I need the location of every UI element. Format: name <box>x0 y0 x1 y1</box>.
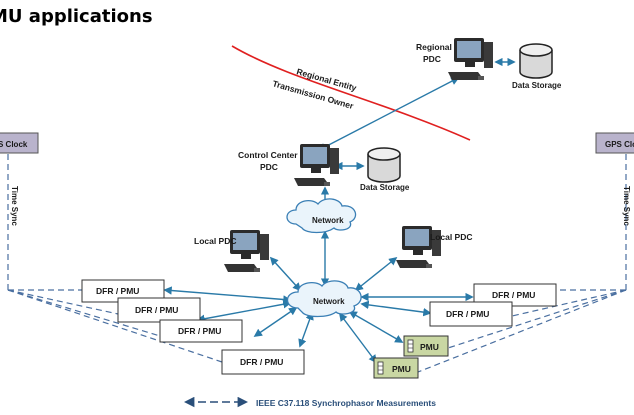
control-center-pdc-computer-icon <box>294 144 339 186</box>
control-center-label-line2: PDC <box>260 162 278 172</box>
svg-text:DFR / PMU: DFR / PMU <box>135 305 178 315</box>
regional-pdc-label-line2: PDC <box>423 54 441 64</box>
regional-pdc-computer-icon <box>448 38 493 80</box>
lower-network-cloud <box>286 280 362 318</box>
svg-text:PMU: PMU <box>420 342 439 352</box>
svg-text:DFR / PMU: DFR / PMU <box>492 290 535 300</box>
dfr-pmu-box-3: DFR / PMU <box>159 319 243 343</box>
local-pdc-left-label: Local PDC <box>194 236 237 246</box>
regional-data-storage-label: Data Storage <box>512 81 562 90</box>
dfr-pmu-box-6: DFR / PMU <box>429 301 513 327</box>
regional-data-storage-icon <box>519 43 553 79</box>
control-center-data-storage-icon <box>367 147 401 183</box>
local-pdc-right-label: Local PDC <box>430 232 473 242</box>
time-sync-left-label: Time Sync <box>10 186 19 226</box>
gps-clock-left-box <box>0 132 39 154</box>
time-sync-right-label: Time Sync <box>622 186 631 226</box>
pmu-box-2: PMU <box>373 357 419 379</box>
page-title: MU applications <box>0 6 153 27</box>
pmu-box-1: PMU <box>403 335 449 357</box>
dfr-pmu-box-2: DFR / PMU <box>117 297 201 323</box>
svg-text:DFR / PMU: DFR / PMU <box>446 309 489 319</box>
gps-clock-right-label: GPS Clo <box>605 140 634 149</box>
dfr-pmu-box-4: DFR / PMU <box>221 349 305 375</box>
gps-clock-right-box <box>595 132 634 154</box>
upper-network-label: Network <box>312 216 344 225</box>
lower-network-label: Network <box>313 297 345 306</box>
svg-text:DFR / PMU: DFR / PMU <box>96 286 139 296</box>
svg-text:PMU: PMU <box>392 364 411 374</box>
svg-text:DFR / PMU: DFR / PMU <box>240 357 283 367</box>
control-center-data-storage-label: Data Storage <box>360 183 410 192</box>
svg-text:DFR / PMU: DFR / PMU <box>178 326 221 336</box>
time-sync-lines <box>7 154 627 373</box>
dfr-pmu-box-5: DFR / PMU <box>473 283 557 307</box>
legend-label: IEEE C37.118 Synchrophasor Measurements <box>256 398 436 408</box>
upper-network-cloud <box>286 198 357 234</box>
gps-clock-left-label: S Clock <box>0 140 28 149</box>
control-center-label-line1: Control Center <box>238 150 298 160</box>
regional-pdc-label-line1: Regional <box>416 42 452 52</box>
